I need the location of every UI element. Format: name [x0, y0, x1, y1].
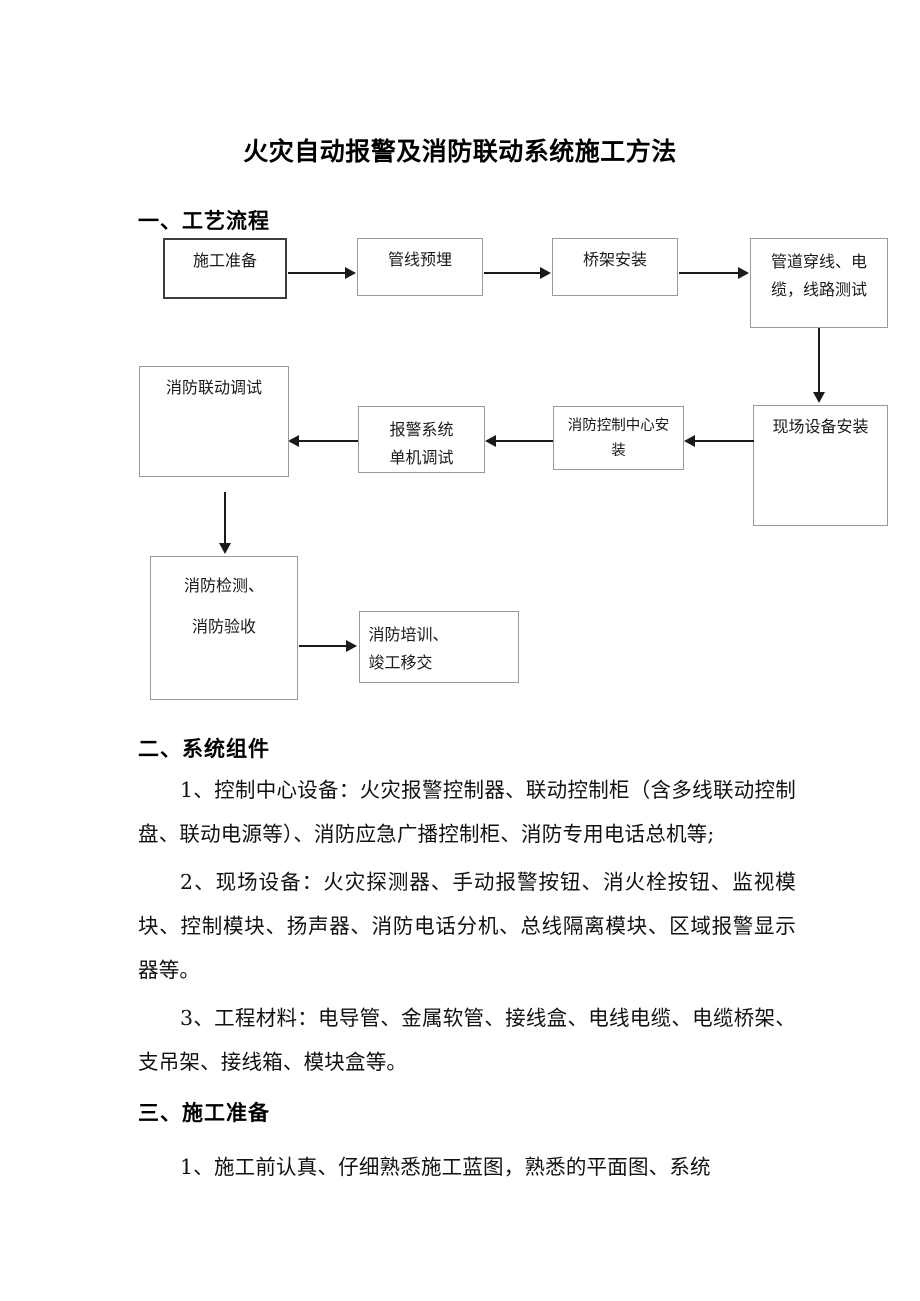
- flow-edge-n9-n10: [299, 645, 347, 647]
- flow-node-fire-training-handover: 消防培训、 竣工移交: [359, 611, 519, 683]
- flow-node-label: 管道穿线、电 缆，线路测试: [770, 252, 867, 299]
- flow-edge-n7-n8: [298, 440, 358, 442]
- section-heading-system-components: 二、系统组件: [138, 737, 270, 761]
- paragraph-engineering-materials: 3、工程材料：电导管、金属软管、接线盒、电线电缆、电缆桥架、支吊架、接线箱、模块…: [138, 996, 796, 1084]
- flow-edge-n8-n9: [224, 492, 226, 545]
- flow-node-pipe-threading-cable-test: 管道穿线、电 缆，线路测试: [750, 238, 888, 328]
- paragraph-onsite-equipment: 2、现场设备：火灾探测器、手动报警按钮、消火栓按钮、监视模块、控制模块、扬声器、…: [138, 860, 796, 992]
- page-title: 火灾自动报警及消防联动系统施工方法: [243, 137, 677, 166]
- flow-arrow-head: [219, 543, 231, 554]
- flow-node-alarm-system-standalone-debug: 报警系统 单机调试: [358, 406, 485, 473]
- flow-node-label: 管线预埋: [387, 250, 452, 269]
- flow-arrow-head: [288, 435, 299, 447]
- flow-node-label: 桥架安装: [582, 250, 647, 269]
- flow-edge-n3-n4: [679, 272, 739, 274]
- flow-arrow-head: [738, 267, 749, 279]
- flow-node-conduit-preburial: 管线预埋: [357, 238, 483, 296]
- flow-node-fire-inspection-acceptance: 消防检测、 消防验收: [150, 556, 298, 700]
- flow-arrow-head: [540, 267, 551, 279]
- flow-arrow-head: [345, 267, 356, 279]
- flow-node-cable-tray-install: 桥架安装: [552, 238, 678, 296]
- flow-node-label: 现场设备安装: [772, 417, 869, 436]
- flow-node-label: 报警系统 单机调试: [389, 420, 454, 467]
- flow-node-fire-control-center-install: 消防控制中心安 装: [553, 406, 684, 470]
- flow-edge-n4-n5: [818, 328, 820, 394]
- flow-arrow-head: [346, 640, 357, 652]
- flow-node-fire-linkage-debug: 消防联动调试: [139, 366, 289, 477]
- flow-node-label: 消防检测、 消防验收: [183, 576, 264, 636]
- paragraph-text: 1、控制中心设备：火灾报警控制器、联动控制柜（含多线联动控制盘、联动电源等）、消…: [138, 778, 796, 846]
- flow-edge-n1-n2: [288, 272, 346, 274]
- paragraph-text: 1、施工前认真、仔细熟悉施工蓝图，熟悉的平面图、系统: [180, 1155, 711, 1179]
- section-heading-process-flow: 一、工艺流程: [138, 209, 270, 233]
- paragraph-text: 2、现场设备：火灾探测器、手动报警按钮、消火栓按钮、监视模块、控制模块、扬声器、…: [138, 870, 796, 982]
- flow-node-onsite-equipment-install: 现场设备安装: [753, 405, 888, 526]
- flow-arrow-head: [813, 392, 825, 403]
- flow-node-label: 施工准备: [192, 251, 257, 270]
- paragraph-control-center-equipment: 1、控制中心设备：火灾报警控制器、联动控制柜（含多线联动控制盘、联动电源等）、消…: [138, 768, 796, 856]
- flow-node-label: 消防控制中心安 装: [567, 418, 670, 460]
- process-flow-diagram: 施工准备 管线预埋 桥架安装 管道穿线、电 缆，线路测试 现场设备安装 消防控制…: [139, 238, 888, 700]
- paragraph-blueprint-familiarization: 1、施工前认真、仔细熟悉施工蓝图，熟悉的平面图、系统: [138, 1145, 796, 1189]
- flow-node-label: 消防培训、 竣工移交: [368, 625, 449, 672]
- flow-node-label: 消防联动调试: [165, 378, 262, 397]
- flow-arrow-head: [684, 435, 695, 447]
- section-heading-construction-prep: 三、施工准备: [138, 1101, 270, 1125]
- flow-edge-n5-n6: [694, 440, 754, 442]
- flow-arrow-head: [485, 435, 496, 447]
- flow-edge-n6-n7: [495, 440, 553, 442]
- paragraph-text: 3、工程材料：电导管、金属软管、接线盒、电线电缆、电缆桥架、支吊架、接线箱、模块…: [138, 1006, 796, 1074]
- flow-edge-n2-n3: [484, 272, 541, 274]
- flow-node-construction-prep: 施工准备: [163, 238, 287, 299]
